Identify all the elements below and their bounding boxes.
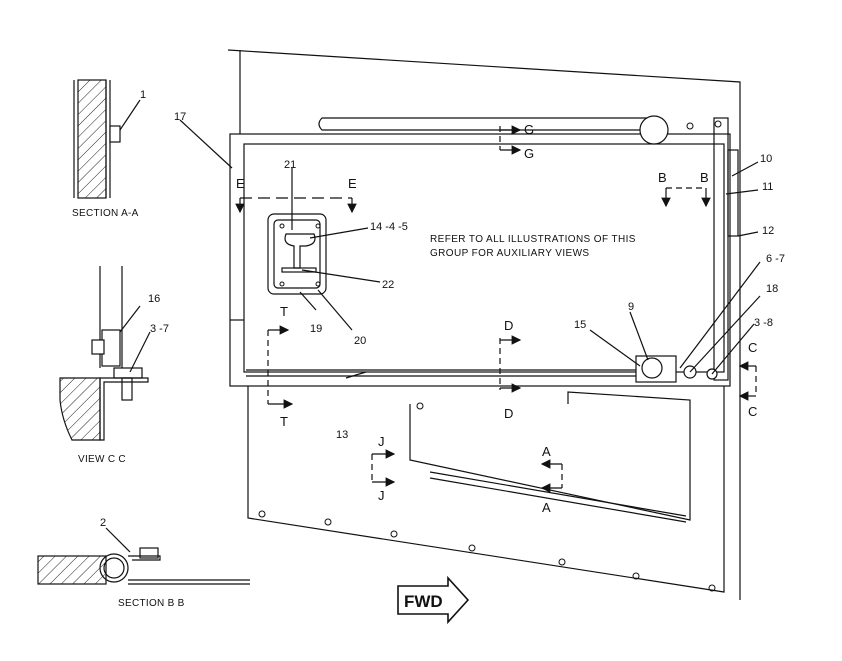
callout-6-7: 6 -7 <box>766 253 785 265</box>
section-mark-d-bottom: D <box>504 406 513 421</box>
callout-17: 17 <box>174 111 186 123</box>
section-mark-t-top: T <box>280 304 288 319</box>
section-mark-g-bottom: G <box>524 146 534 161</box>
section-mark-t-bottom: T <box>280 414 288 429</box>
callout-16: 16 <box>148 293 160 305</box>
reference-note-line-2: GROUP FOR AUXILIARY VIEWS <box>430 248 590 259</box>
callout-10: 10 <box>760 153 772 165</box>
section-mark-a-bottom: A <box>542 500 551 515</box>
callout-15: 15 <box>574 319 586 331</box>
callout-18: 18 <box>766 283 778 295</box>
section-a-a-detail <box>73 79 141 199</box>
callout-9: 9 <box>628 301 634 313</box>
forward-arrow-icon <box>397 575 470 625</box>
callout-19: 19 <box>310 323 322 335</box>
section-mark-g-top: G <box>524 122 534 137</box>
section-a-a-title: SECTION A-A <box>72 208 139 219</box>
callout-22: 22 <box>382 279 394 291</box>
callout-3-8: 3 -8 <box>754 317 773 329</box>
section-mark-c-top: C <box>748 340 757 355</box>
section-mark-e-right: E <box>348 176 357 191</box>
section-mark-e-left: E <box>236 176 245 191</box>
section-mark-b-right: B <box>700 170 709 185</box>
callout-20: 20 <box>354 335 366 347</box>
section-mark-b-left: B <box>658 170 667 185</box>
reference-note-line-1: REFER TO ALL ILLUSTRATIONS OF THIS <box>430 234 636 245</box>
callout-14-4-5: 14 -4 -5 <box>370 221 408 233</box>
callout-1: 1 <box>140 89 146 101</box>
callout-11: 11 <box>762 181 773 193</box>
section-mark-j-bottom: J <box>378 488 385 503</box>
fwd-label: FWD <box>404 592 443 611</box>
callout-13: 13 <box>336 429 348 441</box>
callout-3-7: 3 -7 <box>150 323 169 335</box>
callout-21: 21 <box>284 159 296 171</box>
callout-12: 12 <box>762 225 774 237</box>
section-mark-a-top: A <box>542 444 551 459</box>
section-mark-j-top: J <box>378 434 385 449</box>
view-c-c-detail <box>59 266 151 441</box>
section-mark-d-top: D <box>504 318 513 333</box>
section-mark-c-bottom: C <box>748 404 757 419</box>
callout-2: 2 <box>100 517 106 529</box>
view-c-c-title: VIEW C C <box>78 454 126 465</box>
main-panel-assembly <box>179 49 761 600</box>
section-b-b-detail <box>37 527 250 585</box>
section-b-b-title: SECTION B B <box>118 598 185 609</box>
